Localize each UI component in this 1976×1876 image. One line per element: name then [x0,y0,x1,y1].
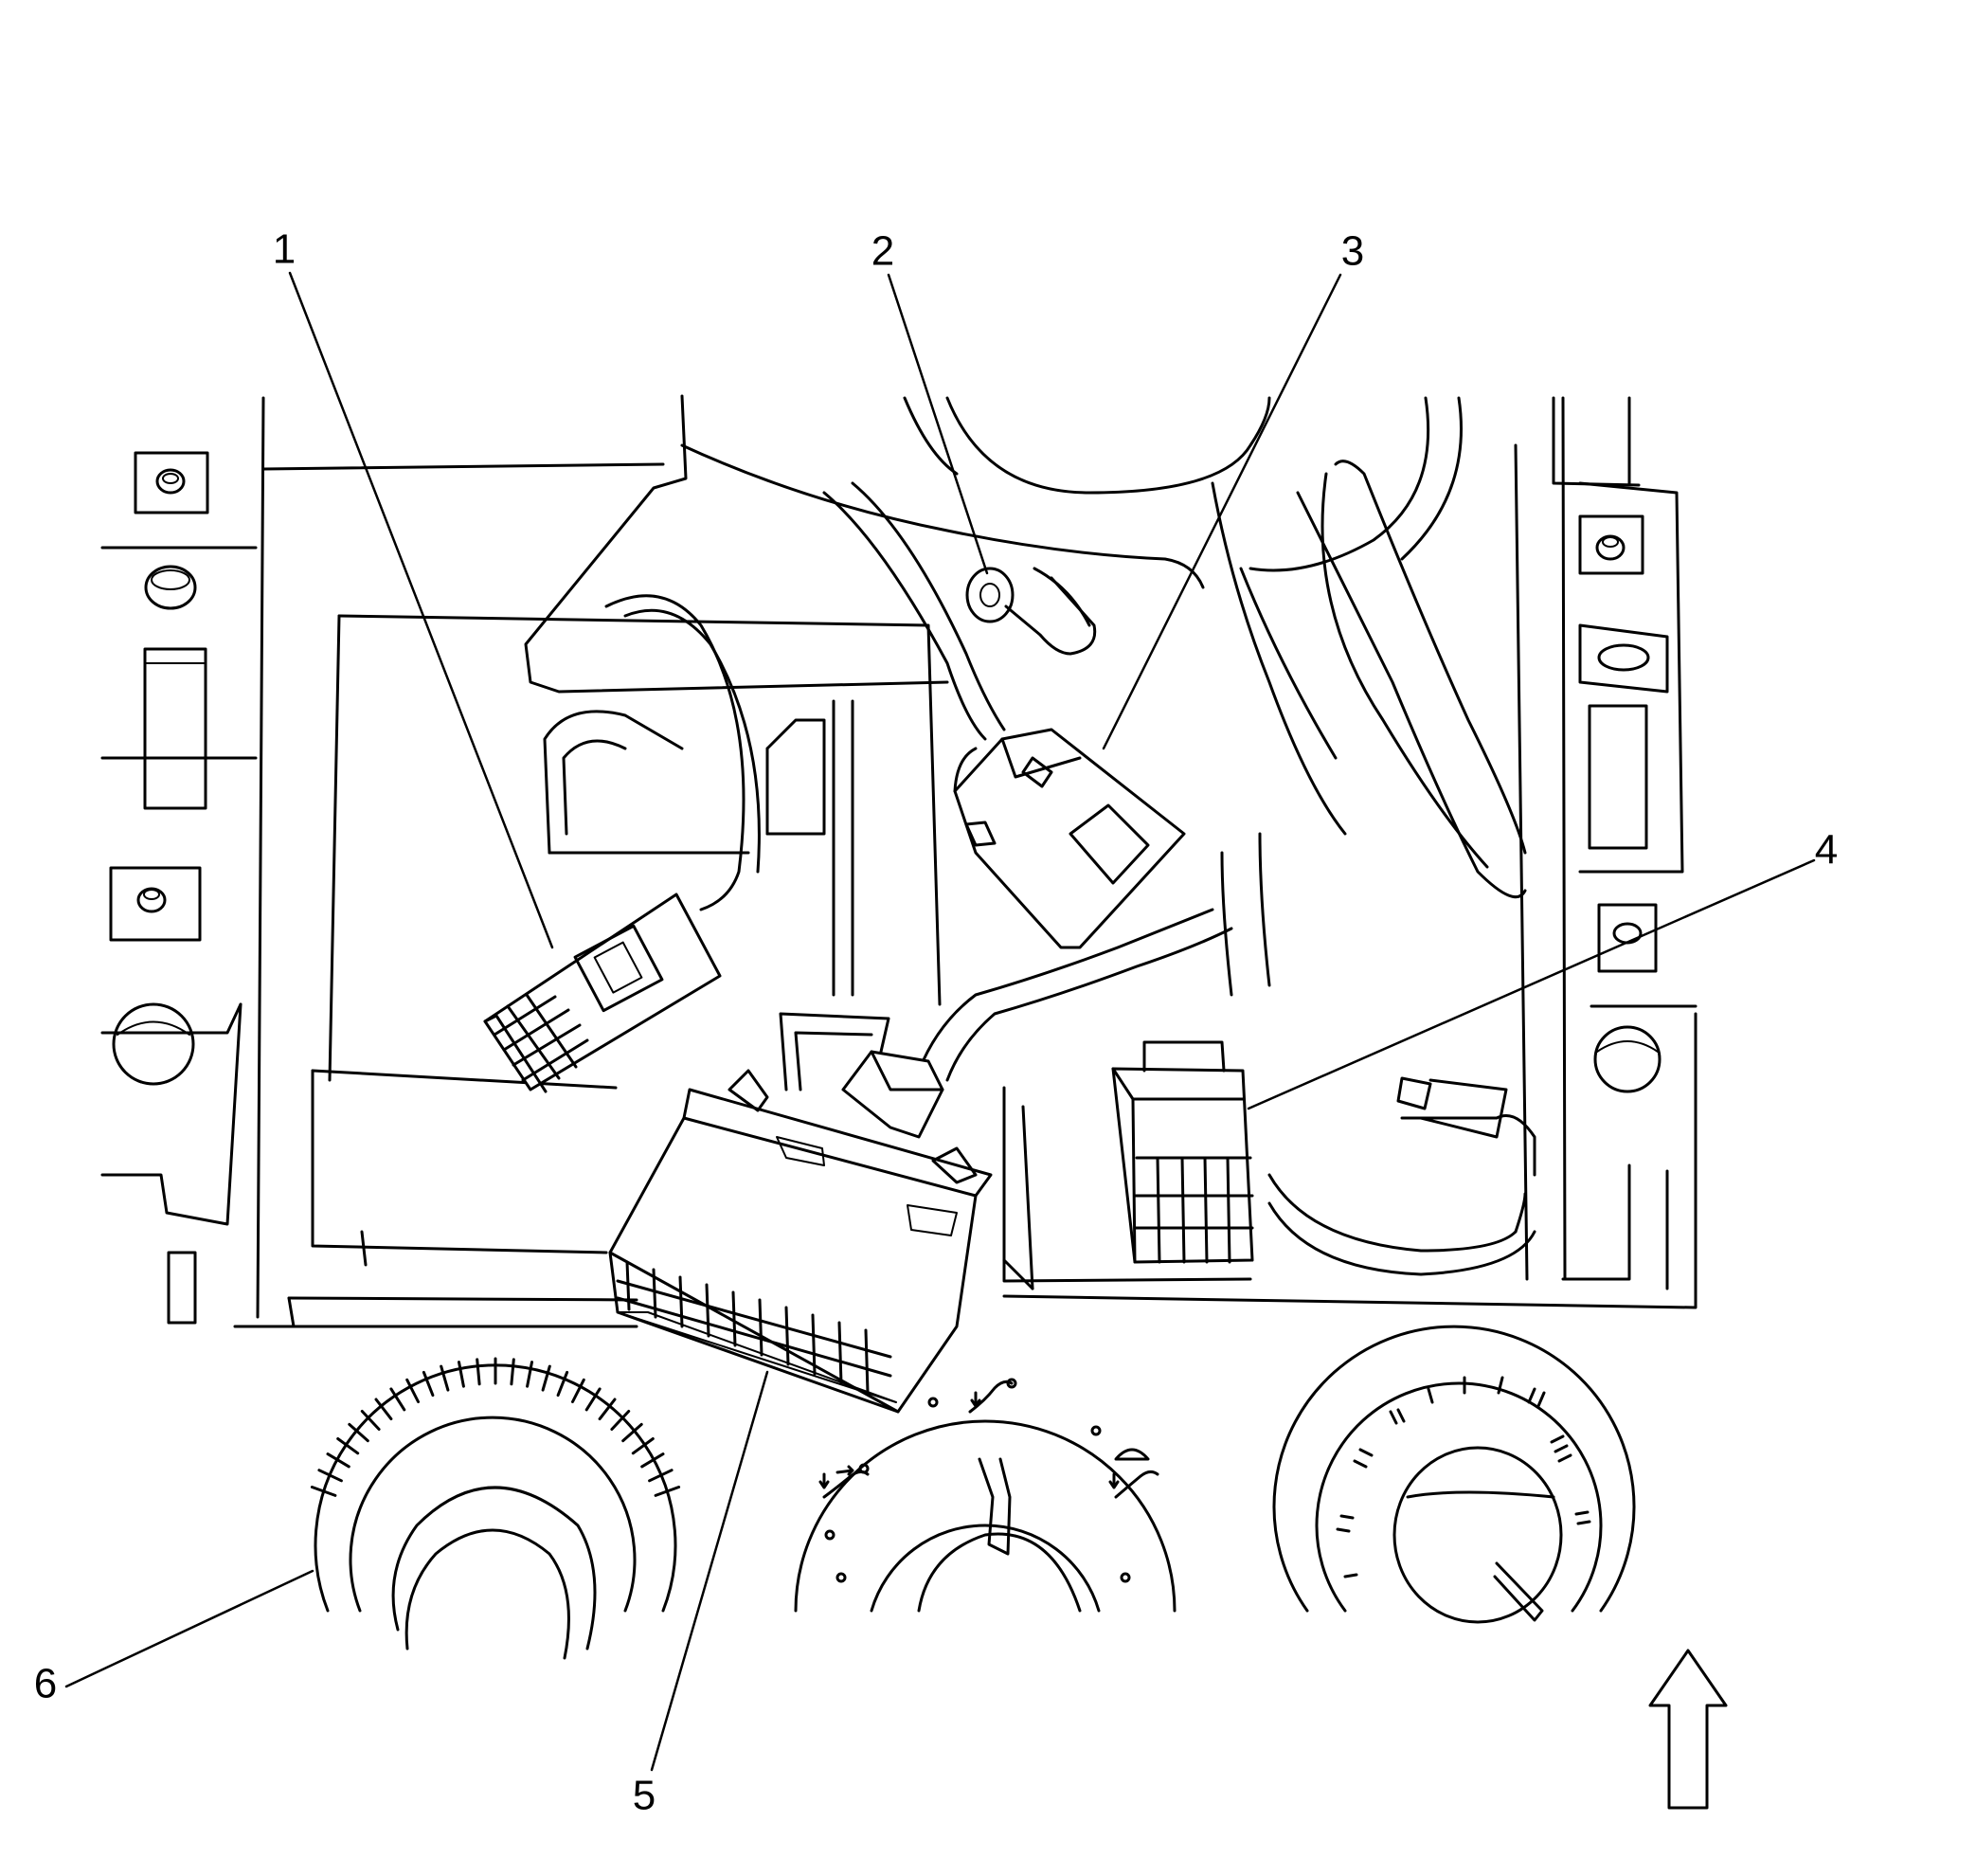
callout-2: 2 [871,228,894,275]
wiring-harness [604,481,1536,1276]
callout-1: 1 [273,226,296,273]
fan-speed-tick [336,1437,360,1455]
connector-4 [1111,1040,1254,1264]
fan-speed-tick [348,1422,369,1443]
fan-speed-tick [621,1422,643,1443]
fan-speed-tick [598,1398,617,1421]
callout-6: 6 [34,1661,57,1707]
fan-speed-tick [510,1358,515,1386]
fan-speed-tick [640,1452,665,1469]
fan-speed-tick [654,1486,681,1497]
temperature-scale-marks [1336,1376,1591,1578]
fan-speed-tick [310,1486,337,1497]
panel-mode-icon [968,1380,1014,1414]
mounting-bracket [287,614,1252,1328]
fan-speed-tick [360,1410,381,1431]
fan-speed-tick [541,1364,551,1392]
fan-speed-tick [476,1358,481,1386]
callout-4: 4 [1815,827,1838,874]
ground-terminal [965,567,1097,656]
fan-speed-tick [526,1361,533,1388]
temperature-knob [1272,1325,1636,1624]
left-mounting-tabs [109,451,209,1325]
callout-5: 5 [633,1773,656,1819]
fan-speed-tick [584,1387,602,1412]
mode-selector-knob [794,1378,1177,1613]
floor-panel-mode-icon [818,1465,870,1499]
fan-speed-tick [405,1378,420,1403]
connector-3 [953,728,1186,949]
up-arrow-icon [1648,1649,1728,1810]
fan-speed-tick [317,1469,343,1483]
callout-labels: 1 2 3 4 5 6 [34,226,1838,1819]
dash-panel-outline [100,396,1698,1328]
fan-speed-tick [374,1398,393,1421]
right-mounting-tabs [1561,514,1669,1290]
fan-speed-tick [571,1378,585,1403]
fan-speed-tick [556,1370,569,1398]
fan-speed-knob [310,1357,681,1660]
fan-speed-tick [610,1410,631,1431]
cable-plug [1396,1076,1508,1139]
fan-speed-tick [389,1387,406,1412]
fan-speed-tick [631,1437,655,1455]
connector-1 [483,893,722,1093]
fan-speed-tick [422,1370,435,1398]
fan-speed-tick [440,1364,450,1392]
callout-leaders [64,271,1816,1772]
defrost-floor-mode-icon [1108,1448,1159,1499]
connector-5-hvac-control [608,1012,993,1414]
fan-speed-tick [326,1452,350,1469]
steering-column-housing [524,394,1527,899]
fan-speed-tick [648,1469,674,1483]
fan-speed-tick [458,1361,465,1388]
callout-3: 3 [1341,228,1364,275]
